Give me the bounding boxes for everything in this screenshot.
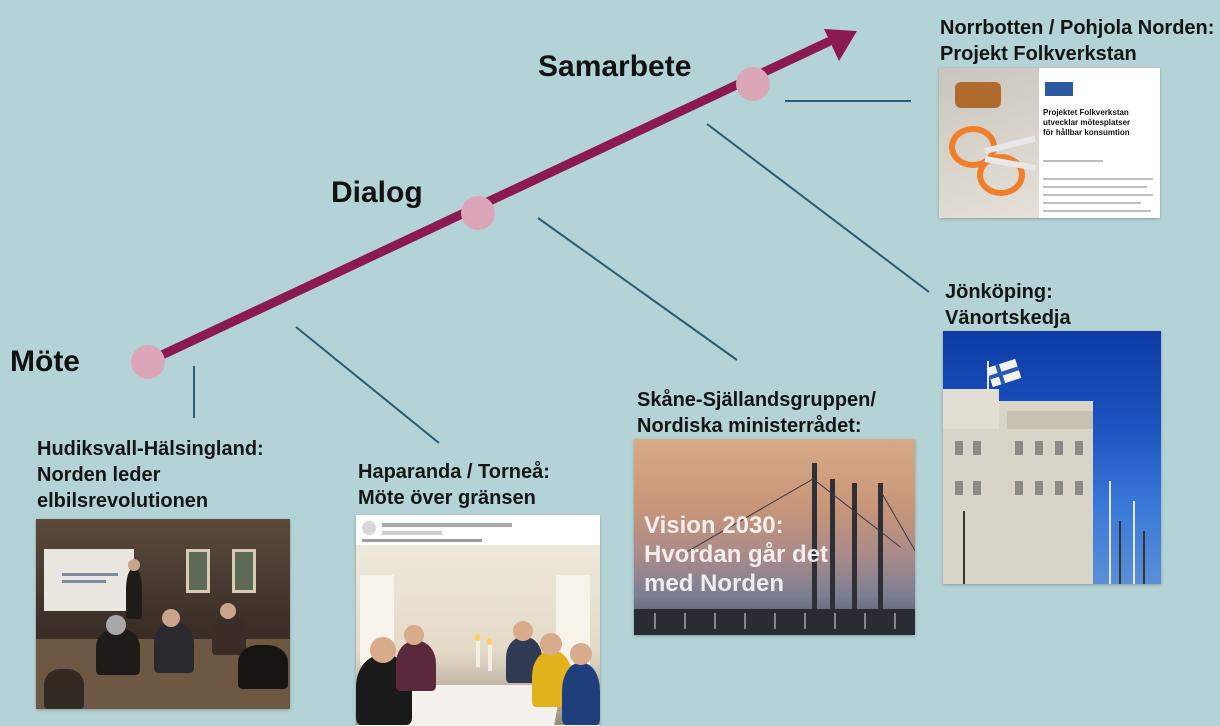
photo-jonkoping-building-flag xyxy=(943,331,1161,584)
bridge-deck xyxy=(634,609,915,635)
stage-label-dialog: Dialog xyxy=(331,176,423,209)
article-folkverkstan: Projektet Folkverkstan utvecklar mötespl… xyxy=(939,68,1160,218)
connector-dialog-skane xyxy=(537,217,738,361)
article-headline: Projektet Folkverkstan utvecklar mötespl… xyxy=(1043,108,1131,137)
caption-haparanda-line1: Haparanda / Torneå: xyxy=(358,461,550,483)
leather-item xyxy=(955,82,1001,108)
vision-2030-overlay-text: Vision 2030: Hvordan går det med Norden xyxy=(644,512,829,597)
photo-haparanda-dinner-post xyxy=(356,515,600,726)
caption-norrbotten-line2: Projekt Folkverkstan xyxy=(940,43,1137,65)
caption-norrbotten-line1: Norrbotten / Pohjola Norden: xyxy=(940,17,1215,39)
connector-samarbete-jonkoping xyxy=(706,123,930,293)
node-samarbete xyxy=(736,67,770,101)
progress-arrow-head xyxy=(824,29,857,61)
publisher-logo xyxy=(1045,82,1073,96)
node-mote xyxy=(131,345,165,379)
stage-label-samarbete: Samarbete xyxy=(538,50,692,83)
caption-jonkoping-line1: Jönköping: xyxy=(945,281,1053,303)
caption-jonkoping: Jönköping: Vänortskedja xyxy=(945,279,1071,331)
photo-skane-bridge-vision: Vision 2030: Hvordan går det med Norden xyxy=(634,439,915,635)
projector-screen xyxy=(44,549,134,611)
caption-haparanda-line2: Möte över gränsen xyxy=(358,487,536,509)
caption-norrbotten: Norrbotten / Pohjola Norden: Projekt Fol… xyxy=(940,15,1214,67)
finnish-flag xyxy=(986,358,1022,388)
stage-label-mote: Möte xyxy=(10,345,80,378)
caption-jonkoping-line2: Vänortskedja xyxy=(945,307,1071,329)
caption-haparanda: Haparanda / Torneå: Möte över gränsen xyxy=(358,459,550,511)
caption-skane: Skåne-Själlandsgruppen/ Nordiska ministe… xyxy=(637,387,876,439)
caption-skane-line1: Skåne-Själlandsgruppen/ xyxy=(637,389,876,411)
caption-hudiksvall: Hudiksvall-Hälsingland: Norden leder elb… xyxy=(37,436,264,514)
caption-hudiksvall-line1: Hudiksvall-Hälsingland: xyxy=(37,438,264,460)
social-post-header xyxy=(356,515,600,546)
photo-hudiksvall-meeting xyxy=(36,519,290,709)
caption-hudiksvall-line3: elbilsrevolutionen xyxy=(37,490,209,512)
node-dialog xyxy=(461,196,495,230)
caption-hudiksvall-line2: Norden leder xyxy=(37,464,161,486)
connector-mote-haparanda xyxy=(295,326,440,444)
caption-skane-line2: Nordiska ministerrådet: xyxy=(637,415,862,437)
